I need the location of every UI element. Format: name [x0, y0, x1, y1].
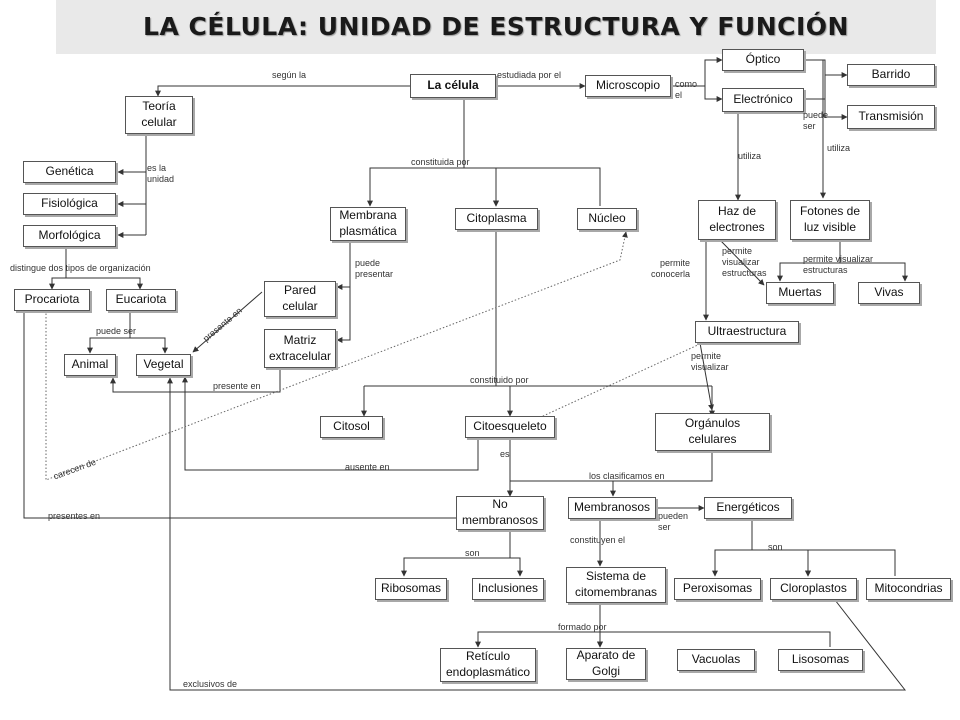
link-optico-fotones — [805, 59, 826, 199]
node-procariota: Procariota — [14, 289, 90, 311]
link-nomembranosos-procariota — [21, 299, 456, 519]
label-son-2: son — [768, 542, 783, 552]
label-presentes-en: presentes en — [48, 511, 101, 521]
label-puede-presentar: puede presentar — [355, 258, 394, 279]
node-peroxisomas: Peroxisomas — [674, 578, 761, 600]
node-la-celula: La célula — [410, 74, 496, 98]
node-transmision: Transmisión — [847, 105, 935, 129]
label-constituyen-el: constituyen el — [570, 535, 626, 545]
label-utiliza-2: utiliza — [827, 143, 851, 153]
label-formado-por: formado por — [558, 622, 607, 632]
node-fisiologica: Fisiológica — [23, 193, 116, 215]
link-membrana-matriz — [336, 287, 351, 343]
label-los-clasificamos-en: los clasificamos en — [589, 471, 665, 481]
node-citosol: Citosol — [320, 416, 383, 438]
label-pueden-ser: pueden ser — [658, 511, 689, 532]
label-utiliza-1: utiliza — [738, 151, 762, 161]
label-es-la-unidad: es la unidad — [147, 163, 175, 184]
node-sistema-citomembranas: Sistema de citomembranas — [566, 567, 666, 603]
node-membrana-plasmatica: Membrana plasmática — [330, 207, 406, 241]
label-permite-visualizar-estructuras-1: permite visualizar estructuras — [722, 246, 767, 278]
label-constituida-por: constituida por — [411, 157, 470, 167]
label-segun-la: según la — [272, 70, 307, 80]
link-membrana-pared — [336, 241, 351, 290]
node-organulos: Orgánulos celulares — [655, 413, 770, 451]
node-teoria-celular: Teoría celular — [125, 96, 193, 134]
link-electronico-barrido — [803, 59, 848, 78]
label-constituido-por: constituido por — [470, 375, 529, 385]
node-nucleo: Núcleo — [577, 208, 637, 230]
node-barrido: Barrido — [847, 64, 935, 86]
link-energeticos-tipos — [714, 520, 896, 576]
node-haz-electrones: Haz de electrones — [698, 200, 776, 240]
node-muertas: Muertas — [766, 282, 834, 304]
node-inclusiones: Inclusiones — [472, 578, 544, 600]
link-ultraestructura-organulos — [699, 342, 715, 411]
label-permite-visualizar: permite visualizar — [691, 351, 729, 372]
title-banner: LA CÉLULA: UNIDAD DE ESTRUCTURA Y FUNCIÓ… — [56, 0, 936, 54]
link-cloroplastos-vegetal — [167, 377, 907, 691]
link-pared-vegetal — [192, 291, 263, 353]
node-matriz-extracelular: Matriz extracelular — [264, 329, 336, 368]
label-estudiada-por-el: estudiada por el — [497, 70, 562, 80]
link-procariota-nucleo-dotted — [45, 231, 628, 481]
node-golgi: Aparato de Golgi — [566, 648, 646, 680]
link-celula-teoria — [155, 85, 410, 97]
label-permite-conocerla: permite conocerla — [651, 258, 691, 279]
node-citoplasma: Citoplasma — [455, 208, 538, 230]
node-vivas: Vivas — [858, 282, 920, 304]
node-membranosos: Membranosos — [568, 497, 656, 519]
label-es: es — [500, 449, 510, 459]
node-citoesqueleto: Citoesqueleto — [465, 416, 555, 438]
label-puede-ser-2: puede ser — [96, 326, 137, 336]
node-reticulo: Retículo endoplasmático — [440, 648, 536, 682]
link-citoesqueleto-vegetal — [182, 376, 479, 471]
node-vacuolas: Vacuolas — [677, 649, 755, 671]
node-vegetal: Vegetal — [136, 354, 191, 376]
page-title: LA CÉLULA: UNIDAD DE ESTRUCTURA Y FUNCIÓ… — [143, 12, 849, 41]
label-puede-ser-1: puede ser — [803, 110, 829, 131]
label-ausente-en: ausente en — [345, 462, 390, 472]
node-microscopio: Microscopio — [585, 75, 671, 97]
label-distingue: distingue dos tipos de organización — [10, 263, 151, 273]
link-electronico-transmision — [803, 98, 848, 120]
node-optico: Óptico — [722, 49, 804, 71]
node-cloroplastos: Cloroplastos — [770, 578, 857, 600]
node-mitocondrias: Mitocondrias — [866, 578, 951, 600]
node-no-membranosos: No membranosos — [456, 496, 544, 530]
node-genetica: Genética — [23, 161, 116, 183]
node-energeticos: Energéticos — [704, 497, 792, 519]
node-ultraestructura: Ultraestructura — [695, 321, 799, 343]
label-exclusivos-de: exclusivos de — [183, 679, 238, 689]
link-matriz-animal — [110, 369, 281, 393]
node-electronico: Electrónico — [722, 88, 804, 112]
label-presente-en-2: presente en — [213, 381, 261, 391]
link-sistema-componentes — [477, 604, 831, 647]
node-morfologica: Morfológica — [23, 225, 116, 247]
node-eucariota: Eucariota — [106, 289, 176, 311]
link-nomembranosos-son — [403, 530, 520, 576]
node-pared-celular: Pared celular — [264, 281, 336, 317]
node-fotones: Fotones de luz visible — [790, 200, 870, 240]
link-ultraestructura-citoesqueleto-dotted — [529, 343, 701, 423]
node-animal: Animal — [64, 354, 116, 376]
label-como-el: como el — [675, 79, 698, 100]
label-son-1: son — [465, 548, 480, 558]
node-ribosomas: Ribosomas — [375, 578, 447, 600]
node-lisosomas: Lisosomas — [778, 649, 863, 671]
label-permite-visualizar-estructuras-2: permite visualizar estructuras — [803, 254, 874, 275]
link-celula-componentes — [369, 98, 601, 206]
link-organulos-clasificacion — [510, 452, 713, 496]
link-haz-muertas — [719, 239, 765, 286]
